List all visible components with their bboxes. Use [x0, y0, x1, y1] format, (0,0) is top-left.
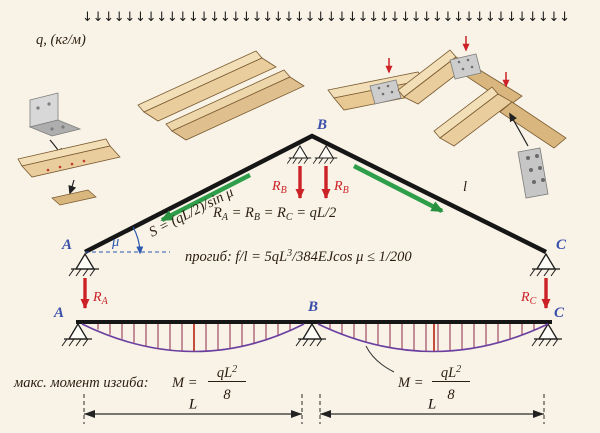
reaction-c-label: RC: [520, 290, 537, 307]
perforated-strip: [517, 147, 549, 199]
pointer-arrow: [68, 179, 77, 195]
ridge-joint-upper: [397, 36, 523, 106]
nail-dots: [46, 159, 86, 172]
node-b-label: B: [316, 117, 327, 133]
beam-node-a-label: A: [53, 305, 64, 321]
moment-fraction1-denominator: 8: [223, 387, 231, 403]
beam-node-c-label: C: [554, 305, 565, 321]
moment-fraction1-numerator: qL2: [217, 364, 237, 381]
nail-plate: [369, 79, 402, 105]
beam-node-b-label: B: [307, 299, 318, 315]
moment-curve-span1: [81, 323, 305, 353]
frag: 2: [456, 364, 461, 375]
dimension-lines: [83, 394, 545, 424]
frag: qL: [441, 365, 456, 381]
frag: B: [343, 185, 349, 196]
moment-fraction2-numerator: qL2: [441, 364, 461, 381]
frag: A: [101, 296, 109, 307]
frag: C: [530, 296, 537, 307]
frag: qL: [217, 365, 232, 381]
node-a-label: A: [61, 237, 72, 253]
frag: прогиб: f/l = 5qL: [185, 249, 287, 265]
frag: = R: [260, 205, 286, 221]
frag: = R: [228, 205, 254, 221]
perforated-strip-holes: [526, 154, 545, 184]
frag: /384EJcos μ ≤ 1/200: [291, 249, 412, 265]
frag: R: [92, 290, 102, 305]
ridge-joint-right: [433, 72, 567, 199]
timber-planks-center: [137, 50, 305, 141]
metal-angle-bracket-flange: [28, 119, 82, 137]
frag: B: [254, 212, 260, 223]
frag: A: [221, 212, 229, 223]
max-moment-label: макс. момент изгиба:: [13, 375, 149, 391]
timber-joint-left: [17, 92, 121, 206]
angle-label: μ: [111, 234, 119, 250]
frag: R: [271, 179, 281, 194]
wood-block: [51, 189, 97, 206]
frag: 2: [232, 364, 237, 375]
load-label: q, (кг/м): [36, 32, 86, 48]
moment-equals-2: M =: [397, 375, 424, 391]
frag: = qL/2: [293, 205, 337, 221]
frag: R: [333, 179, 343, 194]
bracket-holes: [36, 102, 65, 131]
reaction-b1-label: RB: [271, 179, 287, 196]
moment-equals-1: M =: [171, 375, 198, 391]
moment-curve-span2: [317, 323, 549, 353]
pointer-arrow: [509, 112, 529, 147]
frag: B: [281, 185, 287, 196]
frag: 3: [286, 248, 292, 259]
moment-leader-line: [365, 345, 395, 373]
nail-plate: [449, 53, 482, 80]
moment-fraction2-denominator: 8: [447, 387, 455, 403]
rafter-length-label: l: [463, 179, 467, 195]
span1-length-label: L: [188, 397, 197, 413]
node-c-label: C: [556, 237, 567, 253]
angle-arc: [132, 226, 144, 255]
nail-plate-holes: [457, 58, 474, 71]
reaction-b2-label: RB: [333, 179, 349, 196]
deflection-formula: прогиб: f/l = 5qL3/384EJcos μ ≤ 1/200: [185, 248, 412, 265]
frag: R: [520, 290, 530, 305]
frag: C: [286, 212, 293, 223]
distributed-load-arrows: ↓↓↓↓↓↓↓↓↓↓↓↓↓↓↓↓↓↓↓↓↓↓↓↓↓↓↓↓↓↓↓↓↓↓↓↓↓↓↓↓…: [82, 10, 570, 25]
dimension-arrowheads: [84, 410, 544, 418]
nail-plate-holes: [377, 84, 394, 96]
wood-plank-face: [171, 76, 305, 141]
reactions-formula: RA = RB = RC = qL/2: [212, 205, 336, 223]
axial-force-arrow-left: [160, 172, 252, 223]
load-ticks-span2: [329, 324, 535, 351]
frag: R: [212, 205, 222, 221]
axial-force-arrow-right: [352, 163, 444, 214]
span2-length-label: L: [427, 397, 436, 413]
reaction-a-label: RA: [92, 290, 109, 307]
wood-plank-face: [143, 57, 277, 122]
load-ticks-span1: [97, 324, 291, 351]
wood-plank-face: [21, 145, 121, 178]
